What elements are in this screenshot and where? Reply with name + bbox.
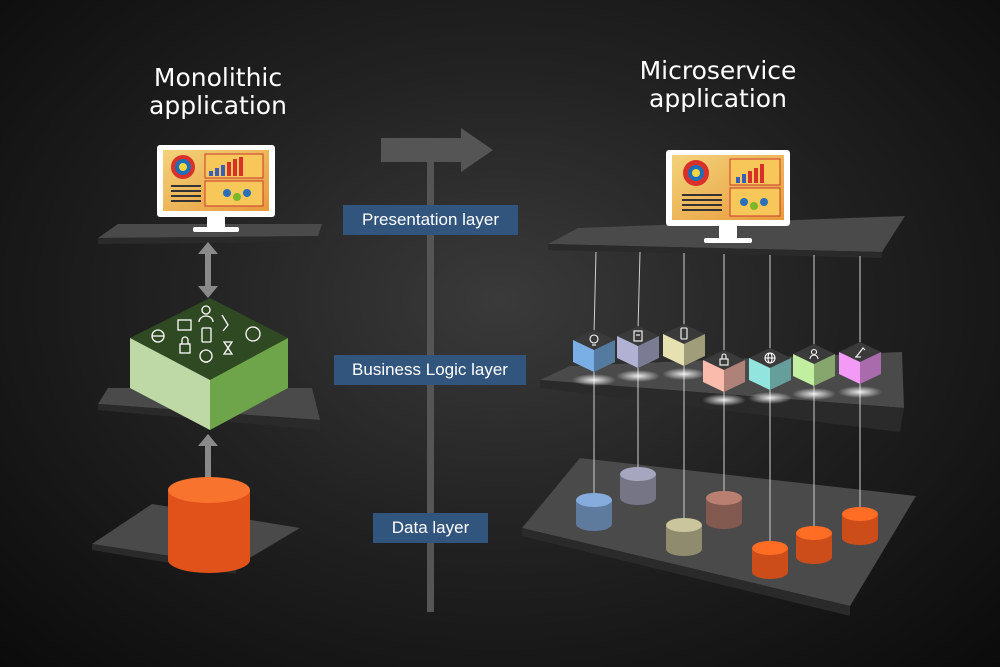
mobile-phone-icon	[680, 327, 688, 340]
microservice-title: Microservice application	[618, 57, 818, 113]
database-4	[706, 491, 742, 529]
service-2	[616, 326, 660, 382]
service-6	[792, 344, 836, 400]
service-glow	[748, 392, 792, 404]
monolith-logic-block	[130, 298, 288, 430]
monolith-database	[168, 477, 250, 573]
robot-arm-icon	[855, 347, 866, 358]
globe-icon	[764, 352, 776, 364]
microservice-title-line1: Microservice	[639, 56, 797, 85]
micro-monitor-icon	[666, 150, 790, 243]
database-3	[666, 518, 702, 556]
database-6	[796, 526, 832, 564]
thread-top-2	[637, 251, 641, 331]
service-glow	[662, 368, 706, 380]
thread-top-1	[593, 251, 597, 335]
service-1	[572, 330, 616, 386]
service-4	[702, 350, 746, 406]
monolith-arrow-top	[198, 242, 218, 298]
database-1	[576, 493, 612, 531]
lightbulb-icon	[589, 334, 599, 346]
service-connection-lines	[593, 251, 861, 548]
service-glow	[838, 386, 882, 398]
monolithic-title-line1: Monolithic	[153, 63, 283, 92]
service-glow	[792, 388, 836, 400]
document-icon	[633, 330, 643, 342]
monolithic-title-line2: application	[149, 91, 287, 120]
database-5	[752, 541, 788, 579]
database-7	[842, 507, 878, 545]
service-7	[838, 342, 882, 398]
business-logic-layer-label: Business Logic layer	[334, 355, 526, 385]
database-2	[620, 467, 656, 505]
service-glow	[616, 370, 660, 382]
direction-arrow-icon	[381, 128, 493, 172]
micro-services	[572, 324, 882, 406]
data-layer-label: Data layer	[373, 513, 488, 543]
service-glow	[572, 374, 616, 386]
monolithic-title: Monolithic application	[118, 64, 318, 120]
lock-icon	[719, 353, 729, 366]
service-3	[662, 324, 706, 380]
monolith-monitor-icon	[157, 145, 275, 232]
micro-databases	[576, 467, 878, 579]
service-glow	[702, 394, 746, 406]
presentation-layer-label: Presentation layer	[343, 205, 518, 235]
service-5	[748, 348, 792, 404]
microservice-title-line2: application	[649, 84, 787, 113]
user-icon	[809, 348, 819, 360]
